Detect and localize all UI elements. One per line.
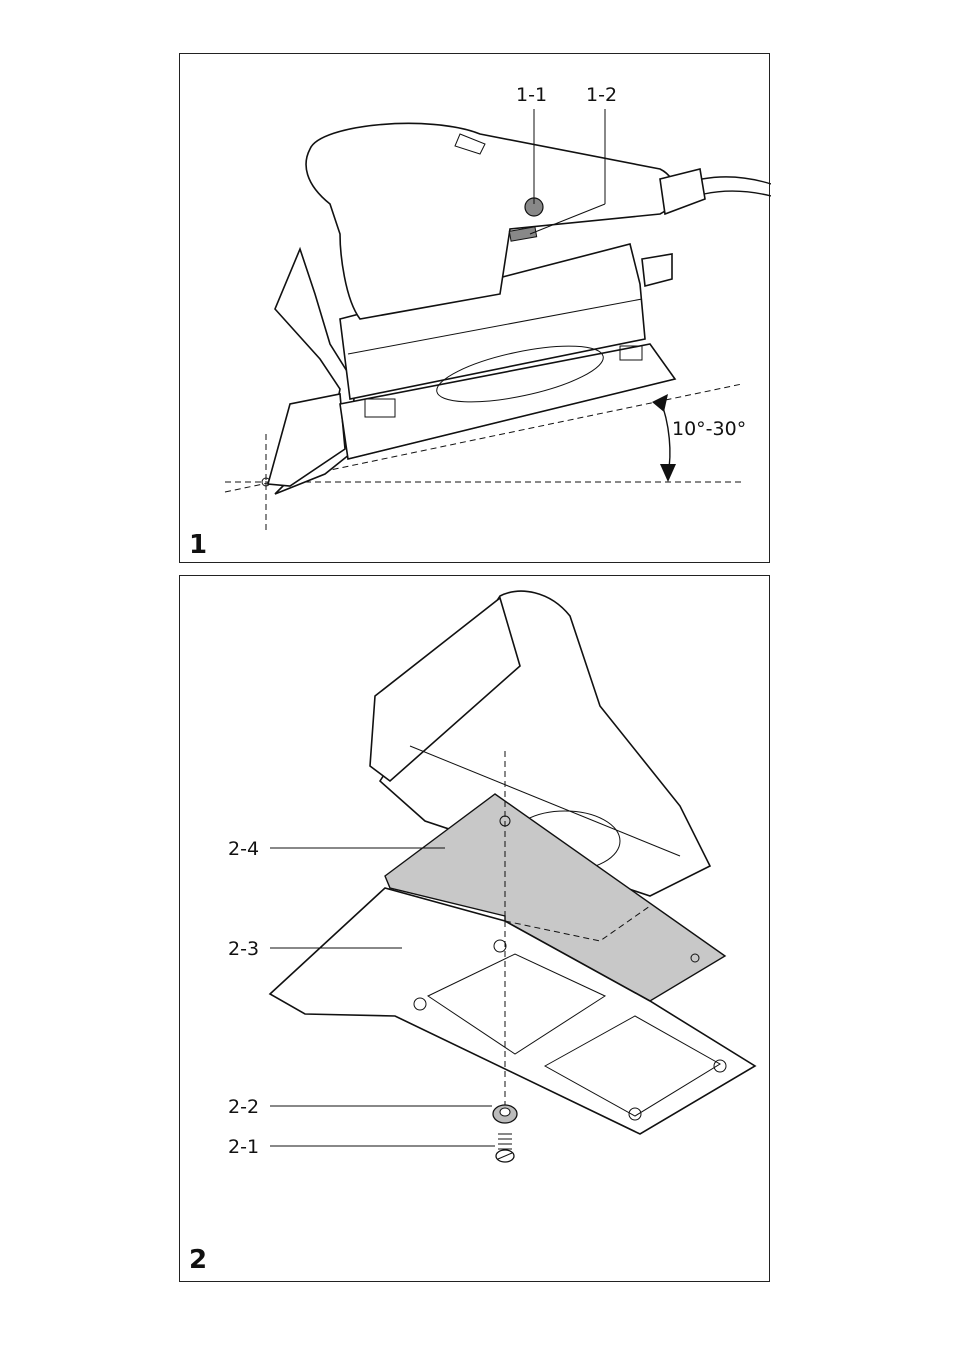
perforated-plate-2-3 <box>270 888 755 1134</box>
label-2-2: 2-2 <box>228 1096 259 1118</box>
figure-number: 1 <box>189 532 207 558</box>
label-angle: 10°-30° <box>672 418 746 440</box>
label-1-2: 1-2 <box>586 84 617 106</box>
figure-2-panel: 2-4 2-3 2-2 2-1 2 <box>179 575 770 1282</box>
label-2-3: 2-3 <box>228 938 259 960</box>
figure-1-panel: 1-1 1-2 10°-30° 1 <box>179 53 770 563</box>
sander-icon: 1-1 1-2 10°-30° <box>180 54 771 564</box>
label-2-4: 2-4 <box>228 838 259 860</box>
figure-number: 2 <box>189 1247 207 1273</box>
washer-icon <box>493 1105 517 1123</box>
screw-icon <box>496 1134 514 1162</box>
label-2-1: 2-1 <box>228 1136 259 1158</box>
dust-outlet <box>642 254 672 286</box>
sanding-plate-icon: 2-4 2-3 2-2 2-1 <box>180 576 771 1283</box>
label-1-1: 1-1 <box>516 84 547 106</box>
front-tip <box>268 394 345 486</box>
cable <box>702 177 771 184</box>
cable-2 <box>704 191 771 196</box>
